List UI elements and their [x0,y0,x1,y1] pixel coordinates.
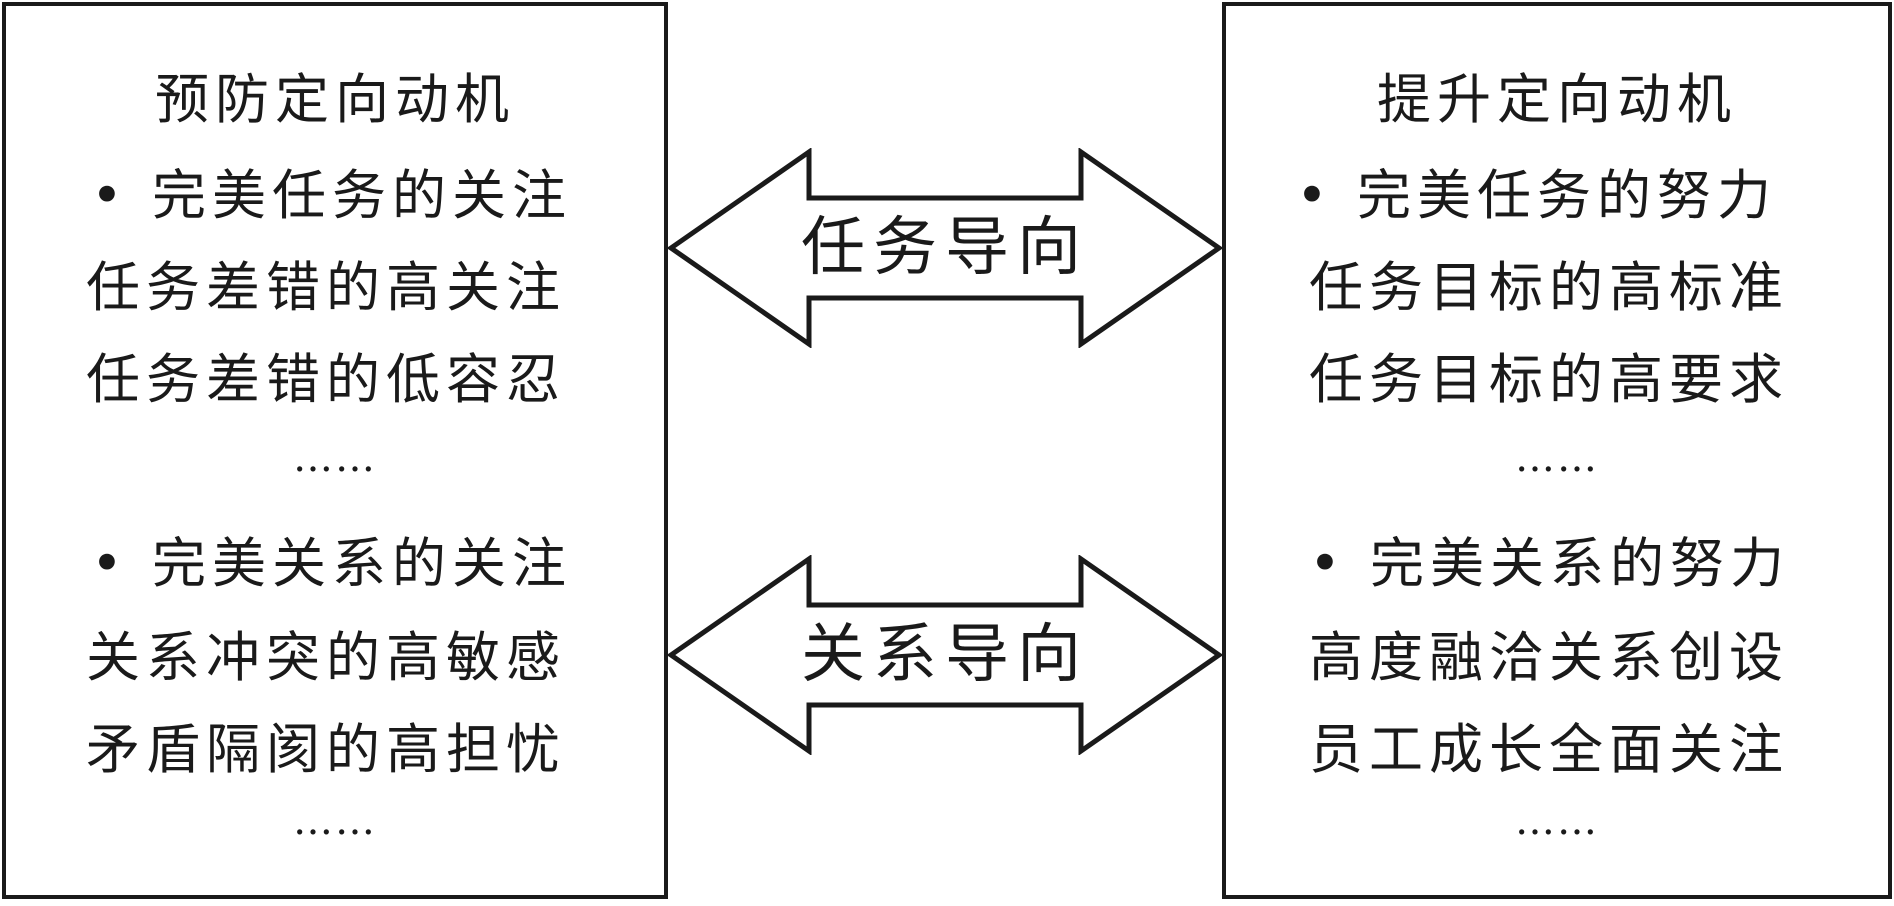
bullet: • [91,532,129,595]
prevention-focus-box: 预防定向动机 • 完美任务的关注 任务差错的高关注 任务差错的低容忍 …… • … [2,2,668,899]
relation-ellipsis: …… [1515,798,1599,844]
task-heading-text: 完美任务的关注 [152,164,573,227]
relation-heading: • 完美关系的努力 [1226,532,1894,596]
task-ellipsis: …… [293,435,377,481]
task-heading: • 完美任务的关注 [6,164,749,228]
bullet: • [1296,164,1334,227]
relationship-orientation-label: 关系导向 [801,618,1089,692]
task-heading: • 完美任务的努力 [1226,164,1894,228]
task-ellipsis: …… [1515,435,1599,481]
double-arrow-icon [667,555,1223,755]
relation-heading-text: 完美关系的关注 [152,532,573,595]
task-heading-text: 完美任务的努力 [1357,164,1778,227]
relation-heading: • 完美关系的关注 [6,532,749,596]
task-item-1: 任务目标的高标准 [1309,256,1789,319]
promotion-focus-box: 提升定向动机 • 完美任务的努力 任务目标的高标准 任务目标的高要求 …… • … [1222,2,1892,899]
panel-title: 预防定向动机 [155,68,515,131]
panel-title: 提升定向动机 [1377,68,1737,131]
relationship-orientation-arrow: 关系导向 [667,555,1223,755]
bullet: • [1309,532,1347,595]
relation-item-2: 矛盾隔阂的高担忧 [86,718,566,781]
task-item-2: 任务差错的低容忍 [86,348,566,411]
relation-item-2: 员工成长全面关注 [1309,718,1789,781]
double-arrow-icon [667,148,1223,348]
task-orientation-arrow: 任务导向 [667,148,1223,348]
task-item-2: 任务目标的高要求 [1309,348,1789,411]
relation-item-1: 关系冲突的高敏感 [86,626,566,689]
task-item-1: 任务差错的高关注 [86,256,566,319]
relation-item-1: 高度融洽关系创设 [1309,626,1789,689]
relation-heading-text: 完美关系的努力 [1370,532,1791,595]
relation-ellipsis: …… [293,798,377,844]
bullet: • [91,164,129,227]
task-orientation-label: 任务导向 [801,211,1089,285]
